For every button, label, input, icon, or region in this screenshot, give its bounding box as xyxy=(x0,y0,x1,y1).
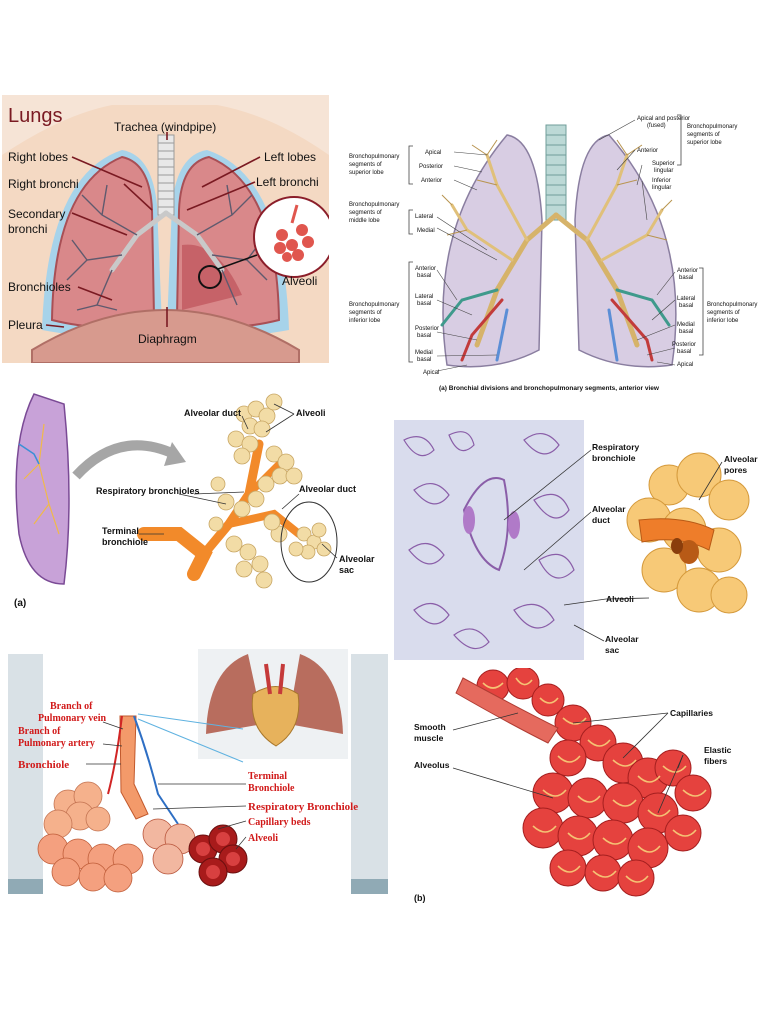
seg-apical-posterior: Apical and posterior(fused) xyxy=(637,116,690,129)
lungs-title: Lungs xyxy=(8,105,63,127)
label-trachea: Trachea (windpipe) xyxy=(114,120,216,134)
seg-lateral: Lateral xyxy=(415,214,433,220)
segments-caption: (a) Bronchial divisions and bronchopulmo… xyxy=(439,385,660,392)
label-alveoli-bronchiole: Alveoli xyxy=(296,408,326,418)
seg-anterior-right: Anterior xyxy=(637,148,658,154)
label-alveoli: Alveoli xyxy=(282,274,317,288)
seg-apical-bottom: Apical xyxy=(423,370,439,376)
label-right-bronchi: Right bronchi xyxy=(8,177,79,191)
lungs-diagram-panel: Lungs Trachea (windpipe) Right lobes Lef… xyxy=(2,95,329,363)
label-alveolar-duct-right: Alveolar duct xyxy=(299,484,356,494)
part-a-label: (a) xyxy=(14,598,26,609)
part-b-label: (b) xyxy=(414,893,426,903)
seg-apical-right: Apical xyxy=(677,362,693,368)
label-capillaries: Capillaries xyxy=(670,708,713,718)
label-capillary-beds: Capillary beds xyxy=(248,817,311,828)
label-alveolus: Alveolus xyxy=(414,760,450,770)
label-alveolar-duct-top: Alveolar duct xyxy=(184,408,241,418)
label-bronchiole: Bronchiole xyxy=(18,759,69,771)
label-bronchioles: Bronchioles xyxy=(8,280,71,294)
label-left-bronchi: Left bronchi xyxy=(256,175,319,189)
bronchioles-alveoli-panel: Alveolar duct Alveoli Respiratory bronch… xyxy=(4,384,384,616)
seg-posterior: Posterior xyxy=(419,164,443,170)
seg-apical: Apical xyxy=(425,150,441,156)
label-pleura: Pleura xyxy=(8,318,43,332)
label-respiratory-bronchioles: Respiratory bronchioles xyxy=(96,486,200,496)
label-right-lobes: Right lobes xyxy=(8,150,68,164)
seg-medial: Medial xyxy=(417,228,435,234)
label-respiratory-bronchiole-vessels: Respiratory Bronchiole xyxy=(248,801,358,813)
label-alveoli-vessels: Alveoli xyxy=(248,833,278,844)
seg-anterior: Anterior xyxy=(421,178,442,184)
label-left-lobes: Left lobes xyxy=(264,150,316,164)
bronchopulmonary-segments-panel: Apical Posterior Anterior Bronchopulmona… xyxy=(347,110,761,395)
label-alveoli-histo: Alveoli xyxy=(606,594,634,604)
label-diaphragm: Diaphragm xyxy=(138,332,197,346)
